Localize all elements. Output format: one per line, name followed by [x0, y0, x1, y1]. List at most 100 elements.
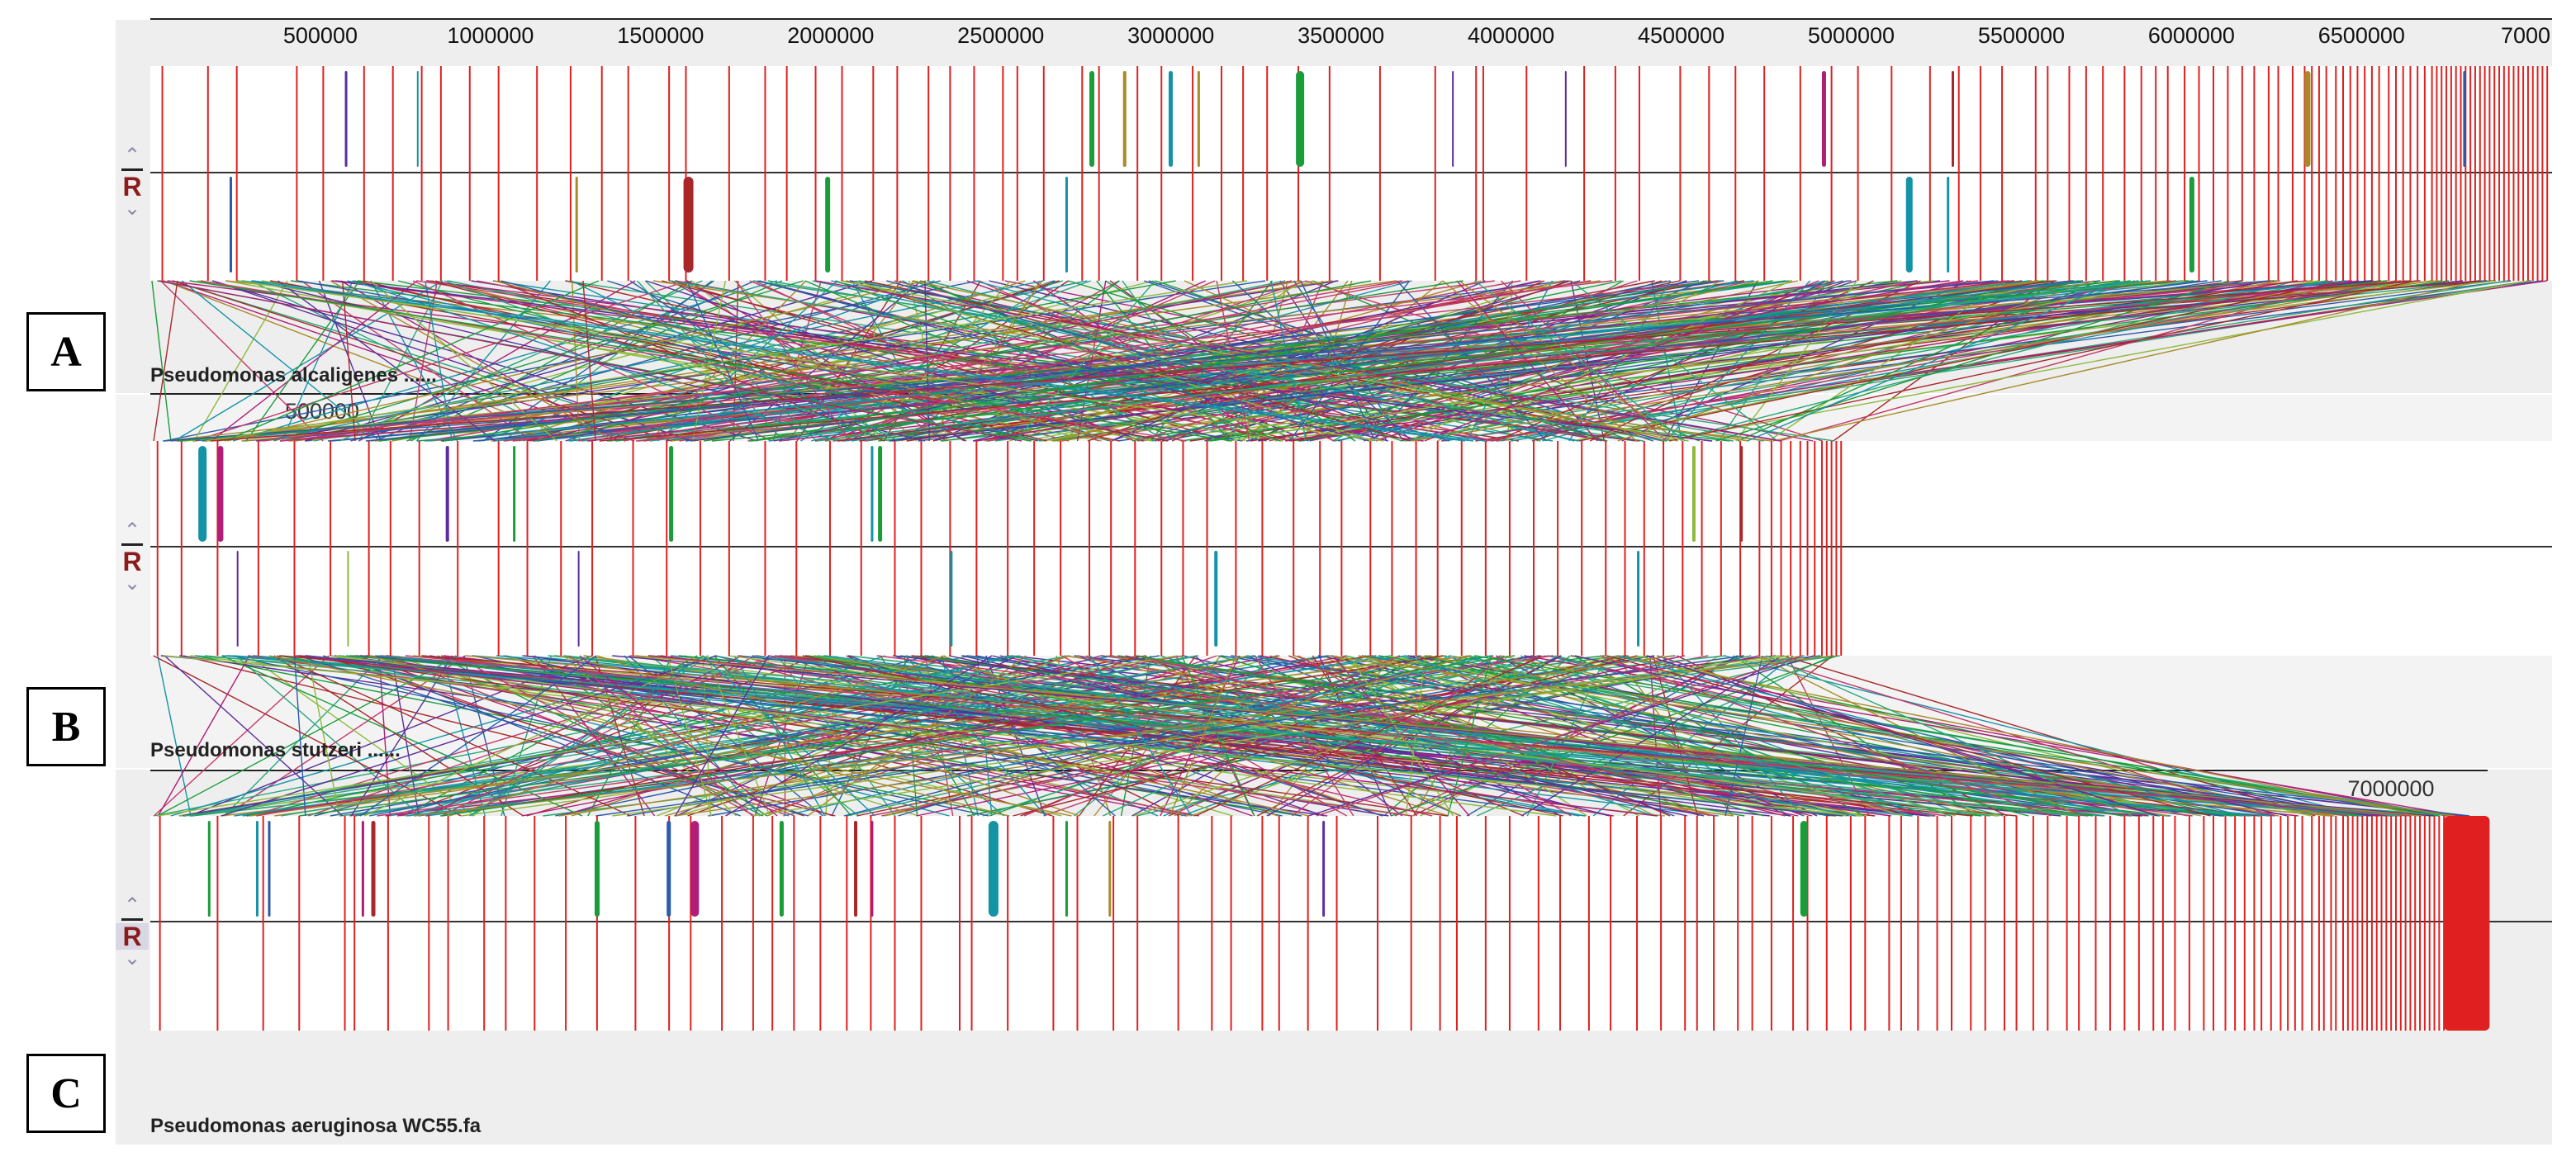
synteny-connector: [1133, 655, 1611, 817]
synteny-connector: [1254, 655, 1354, 817]
synteny-connector: [299, 655, 1658, 817]
synteny-connector: [1228, 280, 2185, 442]
synteny-connector: [224, 280, 600, 442]
synteny-connector: [1137, 280, 2497, 442]
synteny-connector: [1424, 280, 1819, 442]
synteny-connector: [194, 655, 1010, 817]
synteny-connector: [1074, 655, 2470, 817]
minimize-icon[interactable]: [121, 918, 143, 921]
ruler-tick-label: 4500000: [1637, 23, 1725, 48]
synteny-connector: [902, 280, 1166, 442]
synteny-connector: [1573, 655, 1865, 817]
set-reference-button[interactable]: R: [116, 923, 149, 950]
synteny-connector: [635, 655, 2422, 817]
move-down-icon[interactable]: ⌄: [123, 572, 141, 595]
synteny-connector: [1668, 280, 2417, 442]
lcb-block: [361, 821, 364, 917]
move-up-icon[interactable]: ⌃: [123, 145, 141, 167]
lcb-block: [198, 446, 207, 542]
lcb-block: [825, 177, 831, 273]
minimize-icon[interactable]: [121, 168, 143, 171]
synteny-connector: [1735, 280, 1857, 442]
synteny-connector: [1089, 655, 1193, 817]
synteny-connector: [1087, 280, 1571, 442]
synteny-connector: [729, 280, 922, 442]
synteny-connector: [735, 280, 851, 442]
minimize-icon[interactable]: [121, 543, 143, 546]
synteny-connector: [1669, 280, 2298, 442]
synteny-connector: [612, 655, 1780, 817]
lcb-block: [1947, 177, 1950, 273]
ruler-c-line: [150, 770, 2488, 771]
lcb-block: [1296, 71, 1305, 167]
synteny-connector: [469, 655, 704, 817]
synteny-connector: [1061, 655, 1347, 817]
synteny-connector: [429, 280, 1047, 442]
synteny-connector: [173, 280, 443, 442]
synteny-connector: [444, 280, 1464, 442]
lcb-block: [255, 821, 259, 917]
synteny-connector: [252, 280, 1486, 442]
set-reference-button[interactable]: R: [122, 172, 142, 201]
synteny-connector: [725, 655, 993, 817]
move-down-icon[interactable]: ⌄: [123, 197, 141, 220]
lcb-block: [667, 821, 671, 917]
move-up-icon[interactable]: ⌃: [123, 519, 141, 542]
synteny-connector: [503, 655, 1053, 817]
synteny-connector: [262, 280, 1613, 442]
synteny-connector: [237, 280, 1474, 442]
dense-boundary-region: [2444, 816, 2490, 1031]
lcb-block: [988, 821, 999, 917]
synteny-connector: [1411, 280, 2432, 442]
lcb-block: [347, 551, 349, 647]
synteny-connector: [306, 655, 1843, 817]
synteny-connector: [835, 280, 1281, 442]
synteny-connector: [1599, 655, 2052, 817]
synteny-connector: [1343, 655, 1587, 817]
synteny-connector: [318, 280, 382, 442]
synteny-connector: [454, 655, 756, 817]
synteny-connector: [568, 655, 753, 817]
synteny-connector: [1606, 655, 2211, 817]
lcb-block: [1740, 446, 1743, 542]
lcb-block: [1122, 71, 1127, 167]
synteny-connector: [1285, 280, 2360, 442]
synteny-connector: [571, 280, 899, 442]
synteny-connector: [706, 655, 771, 817]
synteny-connector: [157, 655, 459, 817]
synteny-connector: [353, 280, 837, 442]
synteny-connector: [299, 655, 1494, 817]
ruler-tick-label: 5500000: [1977, 23, 2065, 48]
synteny-connector: [1501, 280, 1667, 442]
controls-c: ⌃ R ⌄: [116, 894, 149, 969]
synteny-connector: [505, 655, 1302, 817]
synteny-connector: [824, 280, 1307, 442]
synteny-connector: [307, 655, 780, 817]
synteny-connector: [932, 655, 1116, 817]
synteny-connector: [774, 280, 1539, 442]
ruler-tick-label: 2000000: [787, 23, 875, 48]
synteny-connector: [243, 280, 2371, 442]
synteny-connector: [311, 280, 904, 442]
synteny-connector: [301, 280, 533, 442]
synteny-connector: [307, 655, 340, 817]
synteny-connector: [1473, 655, 2438, 817]
move-up-icon[interactable]: ⌃: [123, 894, 141, 917]
synteny-connector: [151, 280, 172, 442]
synteny-connector: [414, 655, 1198, 817]
lcb-block: [871, 821, 874, 917]
ruler-tick-label: 1000000: [447, 23, 534, 48]
synteny-connector: [1008, 655, 1856, 817]
synteny-connector: [264, 280, 1044, 442]
set-reference-button[interactable]: R: [122, 547, 142, 576]
synteny-connector: [843, 280, 2079, 442]
synteny-connector: [278, 280, 496, 442]
synteny-connector: [733, 655, 826, 817]
synteny-connector: [883, 655, 1473, 817]
synteny-connector: [704, 280, 1773, 442]
synteny-connector: [342, 280, 356, 442]
synteny-connector: [1068, 280, 1608, 442]
synteny-connector: [1778, 280, 2353, 442]
move-down-icon[interactable]: ⌄: [123, 947, 141, 969]
